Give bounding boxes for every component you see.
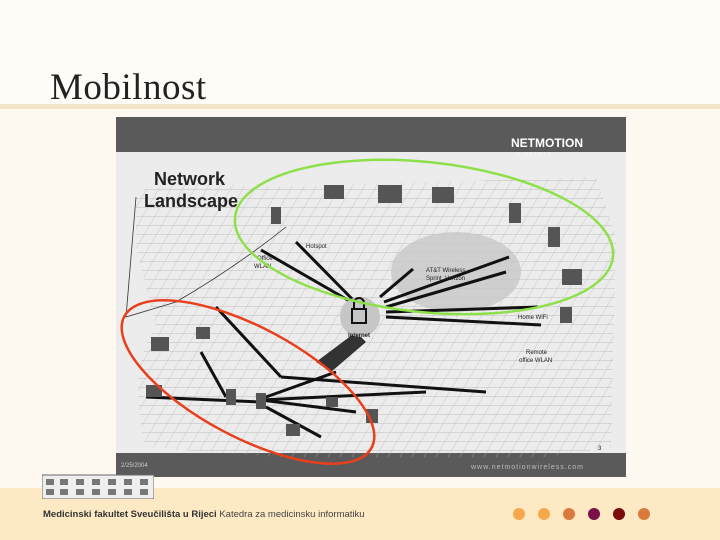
image-url: www.netmotionwireless.com <box>470 464 584 471</box>
image-date: 2/25/2004 <box>121 463 148 469</box>
dot <box>538 508 550 520</box>
title-divider <box>0 104 720 109</box>
dot <box>588 508 600 520</box>
dot <box>513 508 525 520</box>
title-area <box>0 0 720 104</box>
firewall-icon <box>316 332 366 372</box>
footer-institution: Medicinski fakultet Sveučilišta u Rijeci… <box>43 509 365 520</box>
dot <box>613 508 625 520</box>
netmotion-logo: NETMOTION <box>511 136 583 150</box>
footer-faculty: Medicinski fakultet Sveučilišta u Rijeci <box>43 509 217 520</box>
netmotion-logo-sub: WIRELESS <box>516 151 553 156</box>
label-internet: Internet <box>348 333 370 339</box>
network-landscape-image: NETMOTION WIRELESS Network Landscape Hot… <box>116 117 626 477</box>
office-highlight-ellipse <box>120 299 376 465</box>
label-carriers-1: AT&T Wireless, <box>426 268 467 274</box>
dot <box>638 508 650 520</box>
carrier-cloud <box>391 232 521 312</box>
device-icons <box>146 185 582 436</box>
footer-department: Katedra za medicinsku informatiku <box>219 509 365 520</box>
image-page-number: 3 <box>598 446 602 452</box>
faculty-building-logo <box>42 474 154 499</box>
image-heading-line2: Landscape <box>144 191 238 211</box>
label-carriers-2: Sprint, Verizon <box>426 276 465 282</box>
image-header-band <box>116 117 626 152</box>
label-remote-1: Remote <box>526 350 548 356</box>
decorative-dots <box>513 508 650 520</box>
image-heading-line1: Network <box>154 169 226 189</box>
mobile-highlight-ellipse <box>233 158 615 316</box>
label-hotspot: Hotspot <box>306 244 327 250</box>
label-office-wlan-2: WLAN <box>254 264 271 270</box>
dot <box>563 508 575 520</box>
label-home-wifi: Home WiFi <box>518 315 548 321</box>
office-connections <box>145 305 487 439</box>
label-remote-2: office WLAN <box>519 358 552 364</box>
slide-title: Mobilnost <box>50 67 207 108</box>
label-office-wlan-1: Office <box>257 256 273 262</box>
